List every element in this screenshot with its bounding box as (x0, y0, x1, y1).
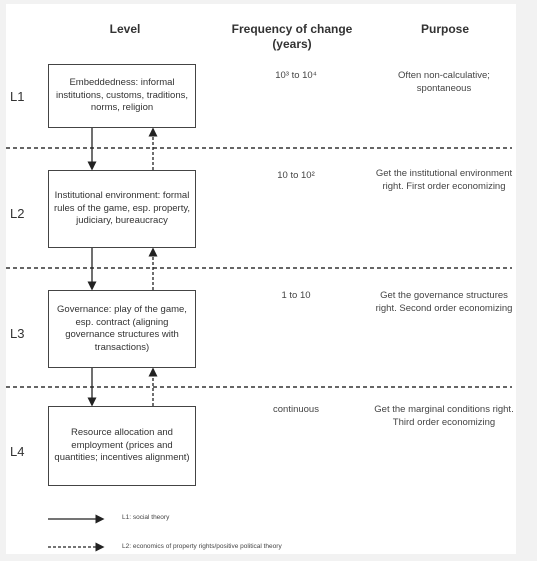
box-institutional-environment-text: Institutional environment: formal rules … (53, 190, 191, 227)
header-frequency: Frequency of change (years) (231, 22, 353, 51)
box-governance-text: Governance: play of the game, esp. contr… (57, 304, 187, 353)
purpose-l1: Often non-calculative; spontaneous (398, 70, 490, 94)
level-label-l3: L3 (10, 326, 25, 341)
box-embeddedness: Embeddedness: informal institutions, cus… (48, 64, 196, 128)
legend-solid-label: L1: social theory (122, 514, 170, 521)
frequency-l3: 1 to 10 (281, 290, 311, 301)
frequency-l2: 10 to 10² (277, 170, 315, 181)
frequency-l1: 10³ to 10⁴ (275, 70, 317, 81)
purpose-l4: Get the marginal conditions right. Third… (374, 404, 514, 428)
header-level: Level (109, 22, 141, 36)
header-purpose: Purpose (420, 22, 469, 36)
box-embeddedness-text: Embeddedness: informal institutions, cus… (56, 77, 188, 114)
level-label-l1: L1 (10, 89, 25, 104)
purpose-l3: Get the governance structures right. Sec… (375, 290, 513, 314)
box-resource-allocation-text: Resource allocation and employment (pric… (54, 427, 190, 464)
frequency-l4: continuous (273, 404, 319, 415)
level-label-l4: L4 (10, 444, 25, 459)
purpose-l2: Get the institutional environment right.… (375, 168, 513, 192)
box-resource-allocation: Resource allocation and employment (pric… (48, 406, 196, 486)
legend-dashed-label: L2: economics of property rights/positiv… (122, 543, 282, 550)
level-label-l2: L2 (10, 206, 25, 221)
box-governance: Governance: play of the game, esp. contr… (48, 290, 196, 368)
box-institutional-environment: Institutional environment: formal rules … (48, 170, 196, 248)
